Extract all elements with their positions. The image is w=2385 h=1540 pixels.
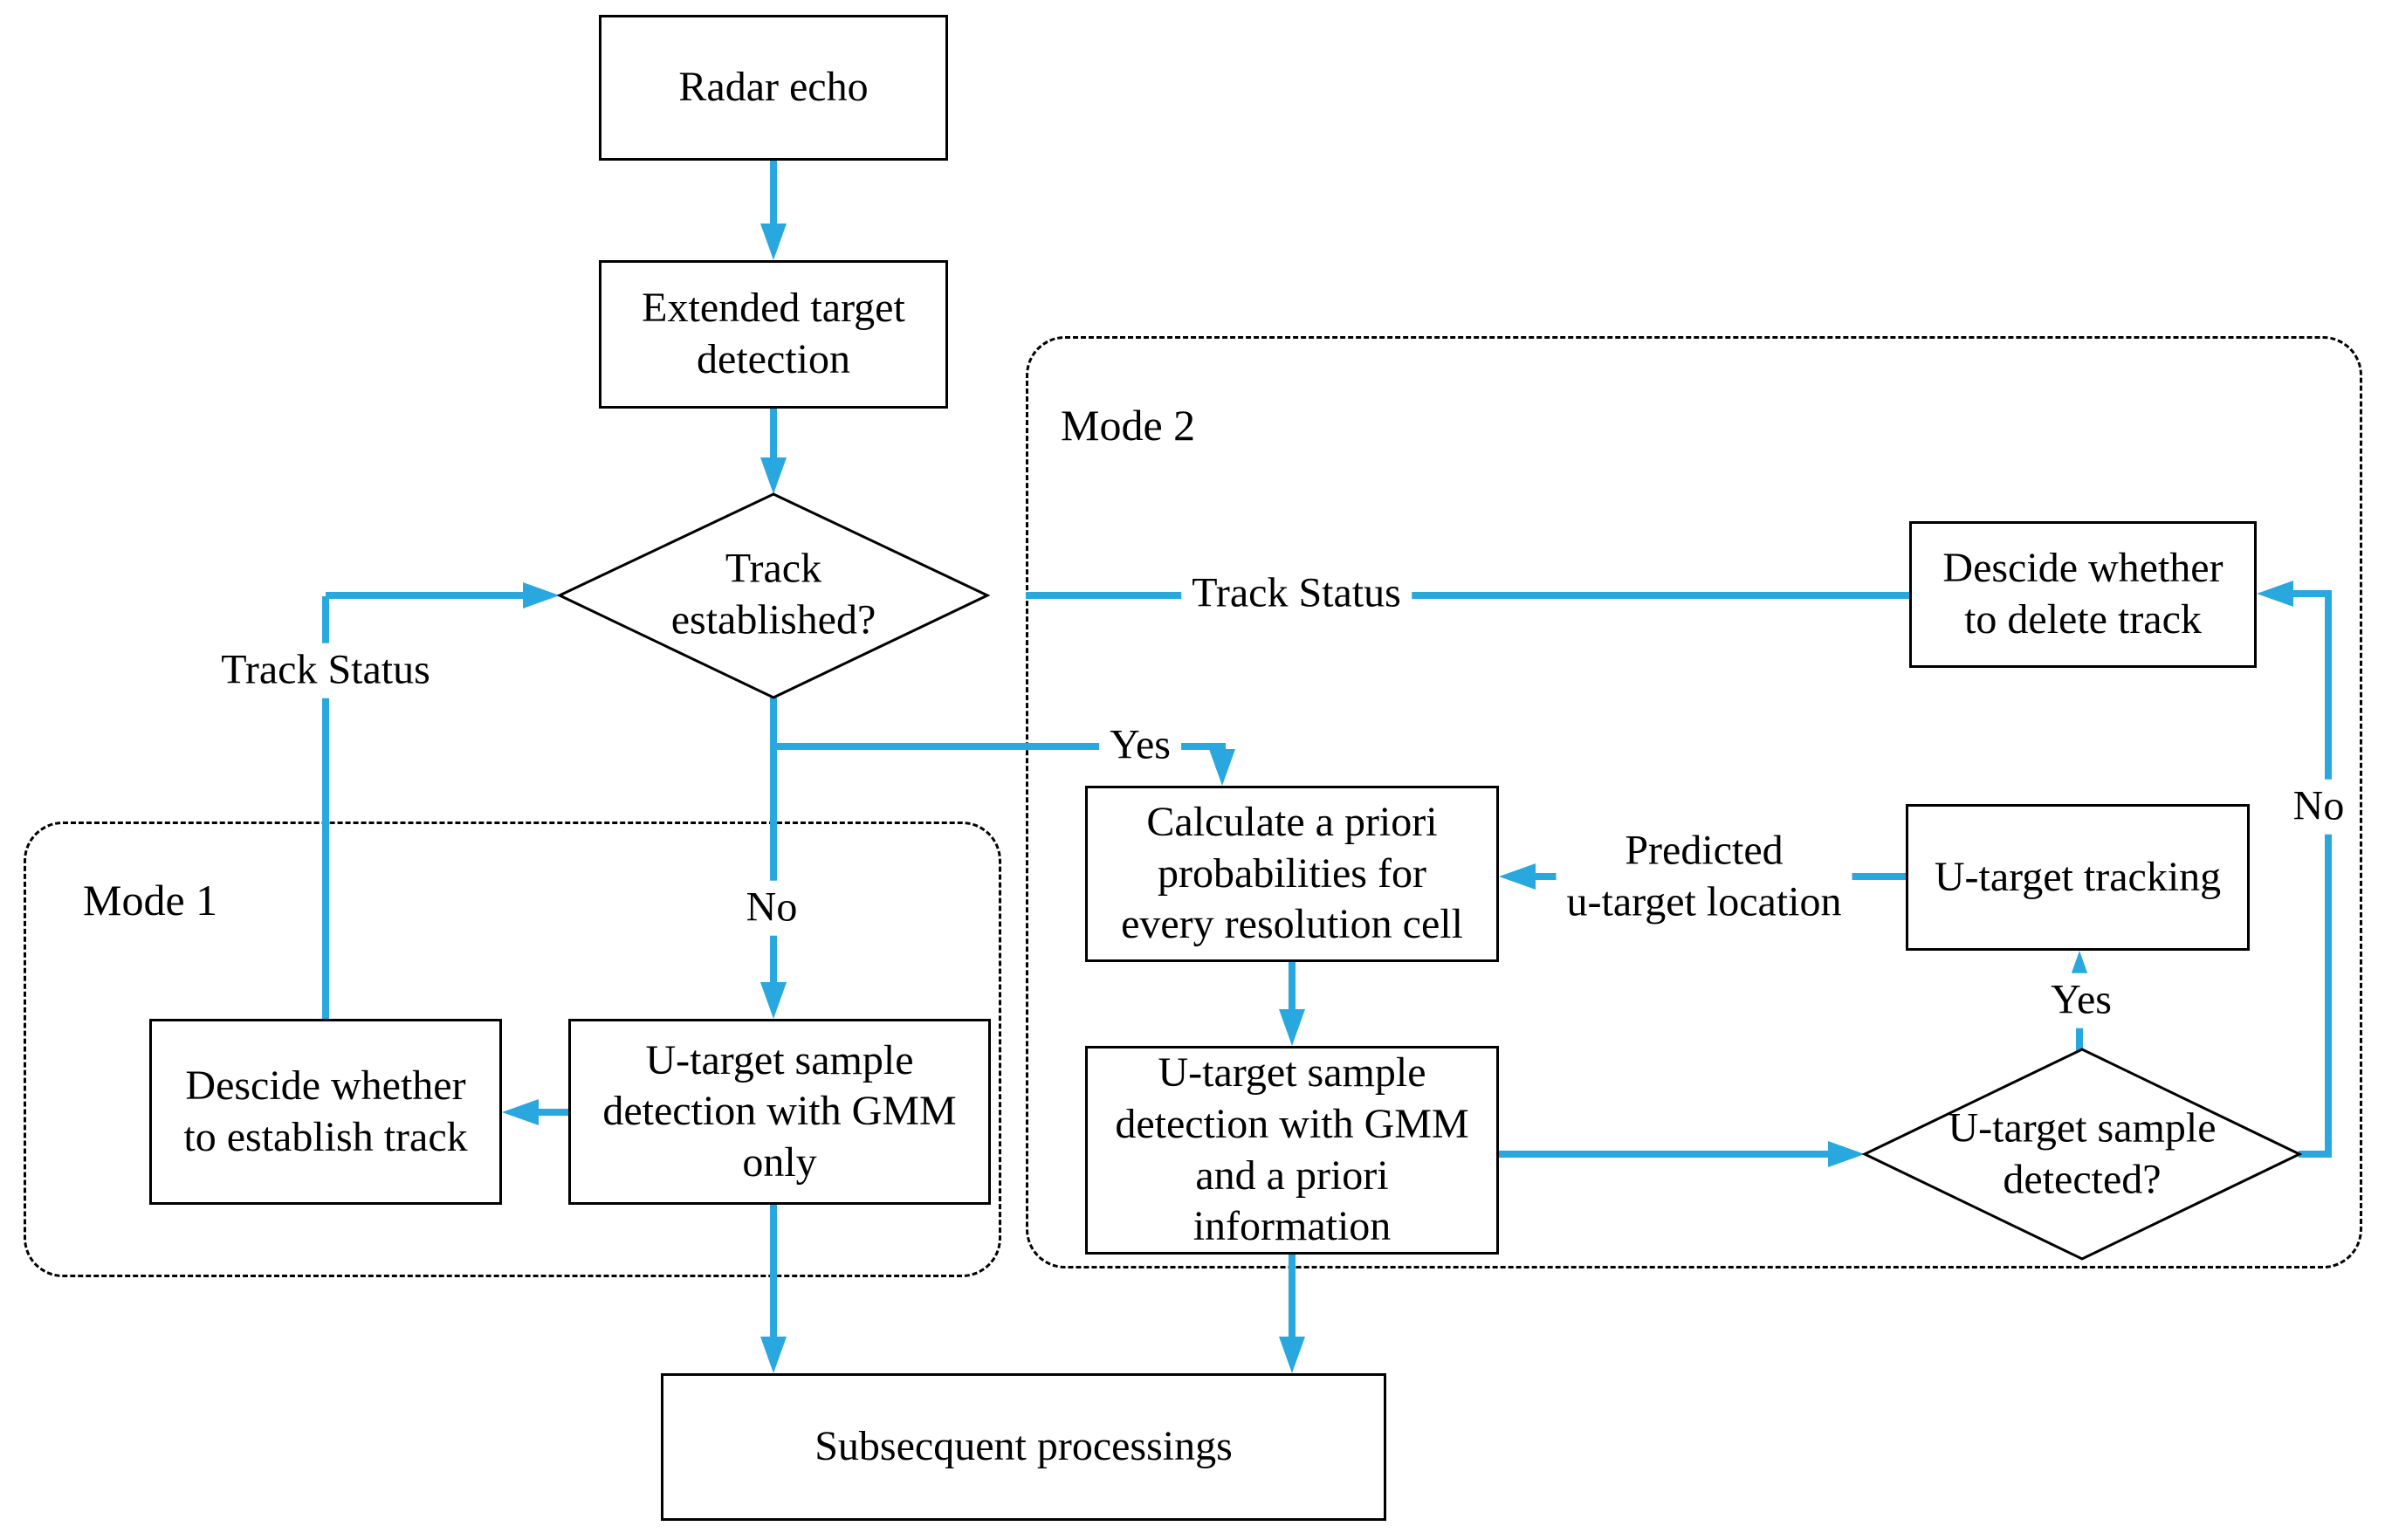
node-extended-target-detection-label: Extended target detection bbox=[642, 285, 905, 382]
node-radar-echo-label: Radar echo bbox=[678, 64, 869, 111]
arrow-track-status-left-hline bbox=[326, 592, 526, 599]
edge-label-predicted-location: Predicted u-target location bbox=[1556, 823, 1852, 930]
arrow-track-status-left-head bbox=[523, 582, 560, 608]
arrow-gmm-to-subsequent-line bbox=[770, 1205, 777, 1338]
arrow-no-established-line bbox=[770, 698, 777, 984]
node-gmm-priori-detection: U-target sample detection with GMM and a… bbox=[1085, 1046, 1499, 1255]
node-decide-delete-track-label: Descide whether to delete track bbox=[1942, 545, 2223, 643]
arrow-no-detected-vline bbox=[2325, 590, 2332, 1158]
arrow-gmm-to-establish-head bbox=[502, 1099, 539, 1125]
region-mode-1 bbox=[24, 822, 1001, 1277]
decision-u-target-sample-detected-label: U-target sample detected? bbox=[1948, 1104, 2217, 1202]
region-mode-2 bbox=[1026, 336, 2362, 1268]
arrow-no-detected-head bbox=[2257, 581, 2293, 607]
arrow-calc-to-gmmpriori-line bbox=[1289, 962, 1296, 1011]
arrow-gmmpriori-to-detected-line bbox=[1499, 1151, 1831, 1158]
arrow-extended-to-diamond-line bbox=[770, 409, 777, 459]
decision-u-target-sample-detected-shape bbox=[1862, 1048, 2302, 1261]
node-u-target-tracking: U-target tracking bbox=[1906, 804, 2250, 951]
edge-label-track-status-right: Track Status bbox=[1181, 566, 1412, 622]
node-gmm-only-detection: U-target sample detection with GMM only bbox=[568, 1019, 991, 1205]
arrow-track-status-right-line bbox=[1026, 592, 1909, 599]
arrow-no-established-head bbox=[760, 982, 787, 1019]
node-subsequent-processings-label: Subsecquent processings bbox=[814, 1423, 1233, 1470]
arrow-radar-to-extended-line bbox=[770, 161, 777, 223]
arrow-yes-established-hline bbox=[770, 743, 1226, 750]
node-decide-delete-track: Descide whether to delete track bbox=[1909, 521, 2257, 668]
arrow-gmm-to-subsequent-head bbox=[760, 1337, 787, 1373]
arrow-gmm-to-establish-line bbox=[539, 1109, 568, 1116]
mode-2-label: Mode 2 bbox=[1061, 401, 1196, 450]
edge-label-no-track-established: No bbox=[735, 880, 808, 936]
node-extended-target-detection: Extended target detection bbox=[599, 260, 948, 409]
edge-label-no-sample-detected: No bbox=[2282, 779, 2355, 835]
mode-1-label: Mode 1 bbox=[83, 876, 218, 925]
edge-label-yes-sample-detected: Yes bbox=[2040, 973, 2122, 1028]
arrow-gmmpriori-to-detected-head bbox=[1828, 1141, 1865, 1167]
node-u-target-tracking-label: U-target tracking bbox=[1934, 853, 2222, 900]
decision-track-established-label: Track established? bbox=[670, 545, 876, 643]
arrow-no-detected-top-line bbox=[2293, 590, 2332, 597]
node-gmm-priori-detection-label: U-target sample detection with GMM and a… bbox=[1115, 1049, 1469, 1250]
edge-label-track-status-left: Track Status bbox=[210, 643, 441, 698]
node-decide-establish-track-label: Descide whether to establish track bbox=[183, 1062, 468, 1160]
arrow-yes-established-head bbox=[1209, 749, 1235, 786]
node-subsequent-processings: Subsecquent processings bbox=[661, 1373, 1386, 1521]
edge-label-yes-track-established: Yes bbox=[1099, 718, 1181, 773]
arrow-radar-to-extended-head bbox=[760, 223, 787, 260]
arrow-no-detected-bottom-line bbox=[2299, 1151, 2332, 1158]
arrow-calc-to-gmmpriori-head bbox=[1279, 1009, 1305, 1046]
arrow-predicted-location-head bbox=[1499, 863, 1536, 890]
node-radar-echo: Radar echo bbox=[599, 15, 948, 161]
node-gmm-only-detection-label: U-target sample detection with GMM only bbox=[602, 1036, 957, 1186]
node-calc-priori-probabilities: Calculate a priori probabilities for eve… bbox=[1085, 786, 1499, 962]
arrow-yes-established-vline bbox=[1219, 743, 1226, 752]
node-calc-priori-probabilities-label: Calculate a priori probabilities for eve… bbox=[1121, 799, 1463, 948]
node-decide-establish-track: Descide whether to establish track bbox=[149, 1019, 502, 1205]
arrow-track-status-left-vline bbox=[322, 596, 329, 1019]
decision-track-established-shape bbox=[557, 492, 990, 699]
arrow-gmmpriori-to-subsequent-head bbox=[1279, 1337, 1305, 1373]
arrow-gmmpriori-to-subsequent-line bbox=[1289, 1255, 1296, 1338]
arrow-extended-to-diamond-head bbox=[760, 457, 787, 494]
